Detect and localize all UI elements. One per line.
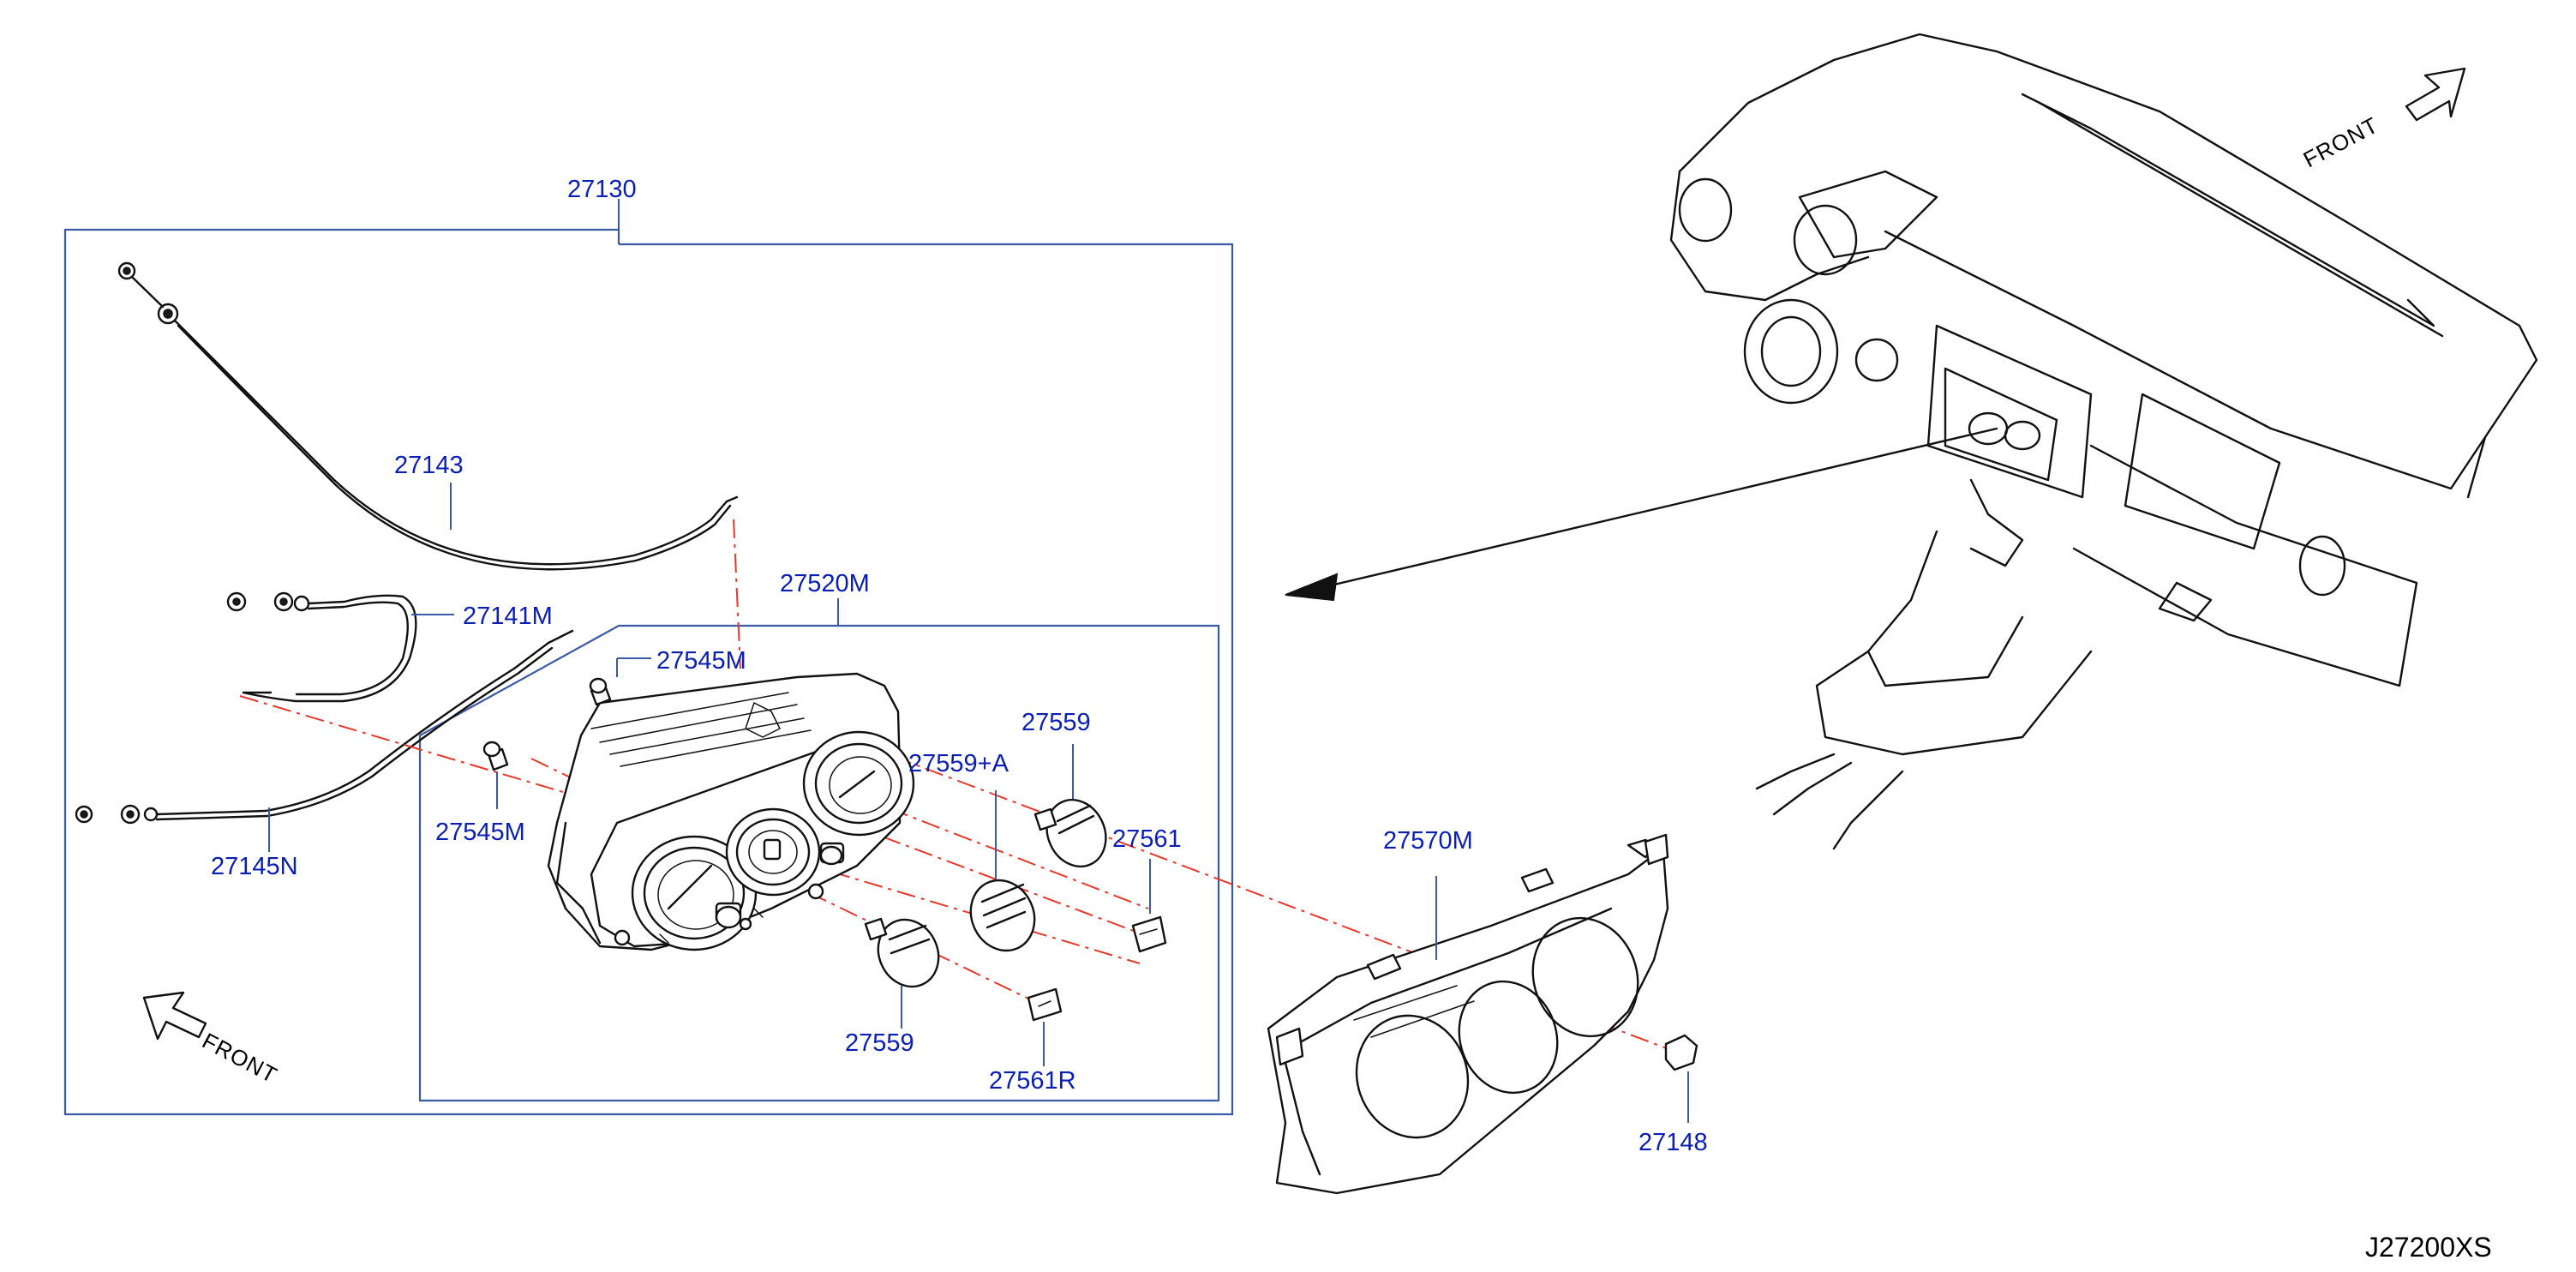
label-27559-top: 27559 (1021, 709, 1091, 736)
cable-27143 (117, 261, 739, 571)
bulb-27545M-top (589, 657, 651, 706)
front-label-left: FRONT (198, 1028, 282, 1089)
label-27141M: 27141M (463, 603, 553, 630)
bulb-27545M-left (482, 741, 509, 809)
label-27145N: 27145N (211, 853, 298, 880)
finisher-panel-27570M (1267, 833, 1669, 1195)
knob-27559-top (1033, 744, 1107, 868)
label-27545M-top: 27545M (656, 647, 746, 675)
label-27559-bottom: 27559 (845, 1029, 914, 1057)
front-arrow-icon-left (142, 991, 207, 1041)
cable-27141M (226, 591, 454, 703)
label-27561: 27561 (1112, 825, 1182, 853)
button-27561 (1131, 859, 1167, 953)
label-27148: 27148 (1638, 1129, 1708, 1156)
hvac-control-head (547, 672, 915, 951)
knob-27559-bottom (864, 917, 940, 1029)
cable-27145N (75, 629, 574, 852)
vehicle-dashboard-overview (1669, 33, 2538, 850)
label-27143: 27143 (394, 452, 464, 479)
label-27520M: 27520M (780, 570, 870, 597)
label-27561R: 27561R (989, 1067, 1076, 1095)
label-27559A: 27559+A (908, 750, 1009, 777)
front-label-right: FRONT (2299, 111, 2383, 172)
cap-27148 (1664, 1034, 1698, 1123)
assembly-frame-27130 (63, 199, 1234, 1116)
label-27545M-left: 27545M (435, 819, 525, 846)
diagram-code: J27200XS (2365, 1232, 2492, 1263)
front-arrow-icon-right (2405, 67, 2466, 122)
label-27570M: 27570M (1383, 827, 1473, 855)
knob-27559A (969, 790, 1036, 952)
location-arrow (1285, 427, 1998, 602)
label-27130: 27130 (567, 176, 637, 203)
button-27561R (1027, 987, 1063, 1066)
